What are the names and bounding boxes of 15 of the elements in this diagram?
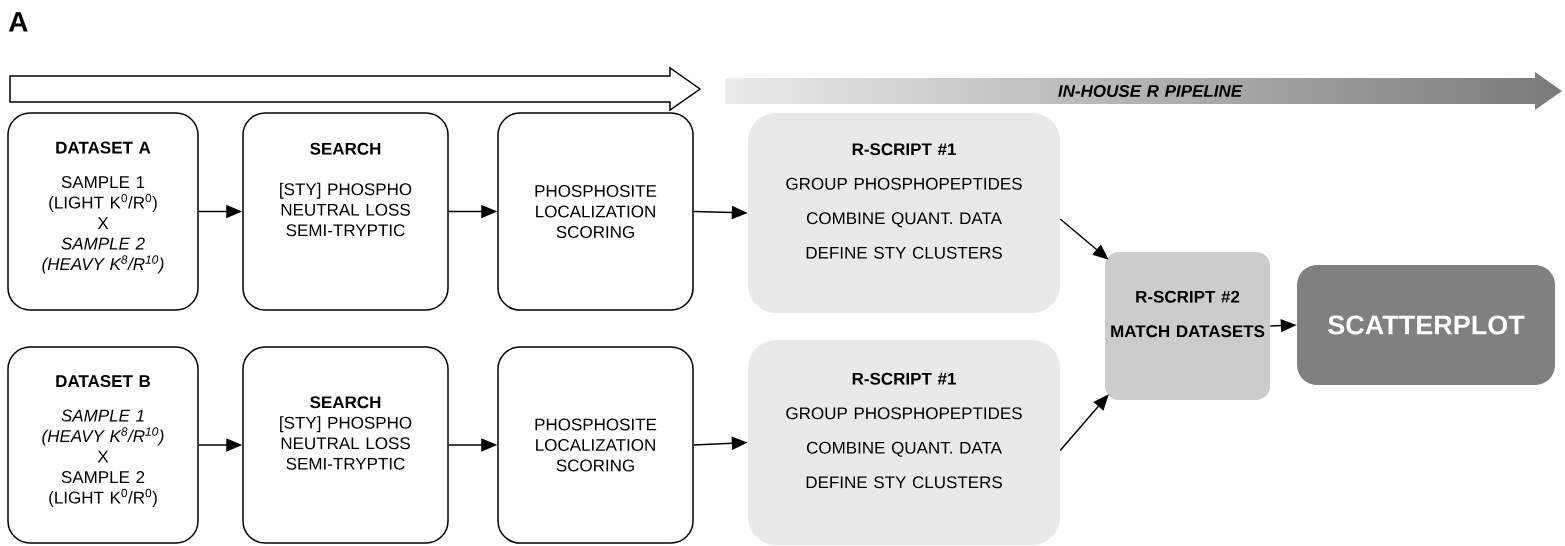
process-box: DATASET A SAMPLE 1 (LIGHT K$^{0}$/R$^{0}$) X SAMPLE 2 (HEAVY K$^{8}$/R$^{10}$): [7, 112, 199, 311]
arrow: [1059, 394, 1109, 452]
pipeline-arrow: [9, 66, 702, 112]
process-box: PHOSPHOSITE LOCALIZATION SCORING: [497, 112, 694, 311]
pipeline-arrow: IN-HOUSE R PIPELINE: [1058, 85, 1243, 98]
script-box: R-SCRIPT #2 MATCH DATASETS: [1105, 252, 1270, 400]
process-box: SEARCH [STY] PHOSPHO NEUTRAL LOSS SEMI-TRYPTIC: [242, 112, 449, 311]
arrow: [1059, 218, 1109, 260]
process-box: DATASET B SAMPLE 1 (HEAVY K$^{8}$/R$^{10}$) X SAMPLE 2 (LIGHT K$^{0}$/R$^{0}$): [7, 346, 199, 544]
script-box: R-SCRIPT #1 GROUP PHOSPHOPEPTIDES COMBINE QUANT. DATA DEFINE STY CLUSTERS: [748, 340, 1060, 545]
output-cylinder: SCATTERPLOT: [1297, 265, 1555, 385]
process-box: SEARCH [STY] PHOSPHO NEUTRAL LOSS SEMI-TRYPTIC: [242, 346, 449, 544]
script-box: R-SCRIPT #1 GROUP PHOSPHOPEPTIDES COMBINE QUANT. DATA DEFINE STY CLUSTERS: [748, 113, 1060, 313]
process-box: PHOSPHOSITE LOCALIZATION SCORING: [497, 346, 694, 544]
panel-label: A: [8, 12, 28, 32]
